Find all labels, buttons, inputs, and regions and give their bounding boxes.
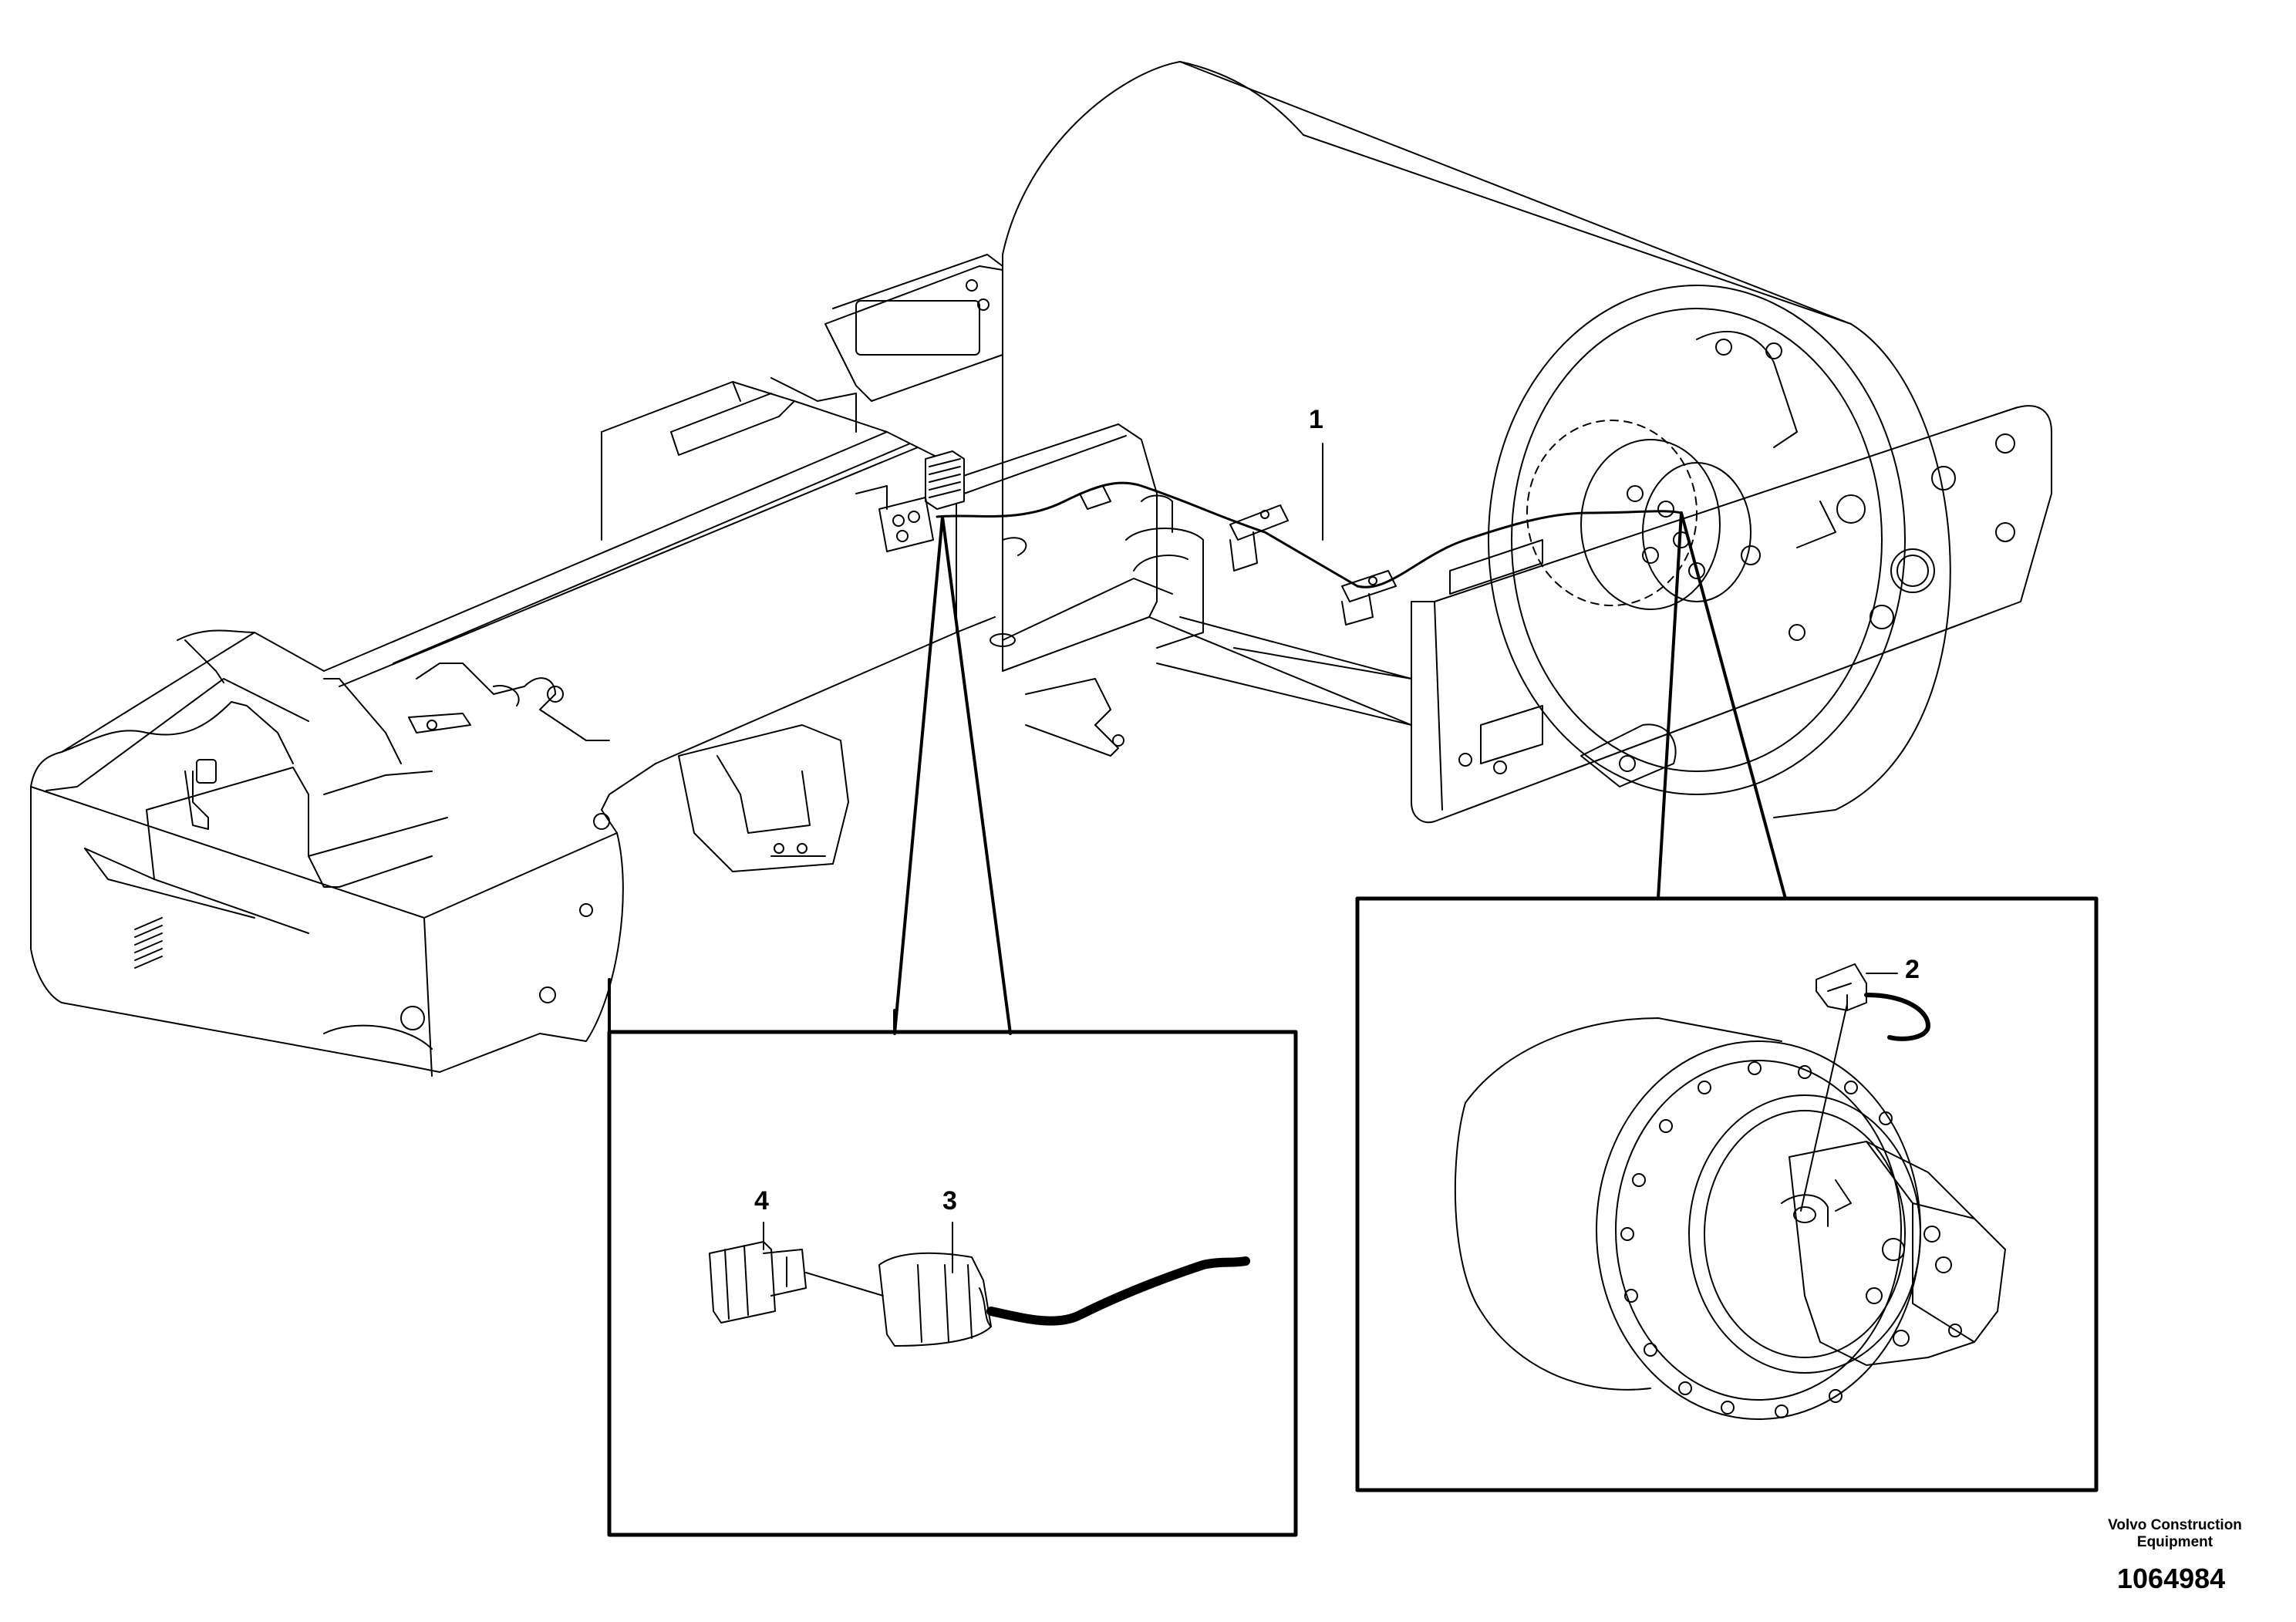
detail-box-connector — [607, 1030, 1298, 1537]
credit-line-1: Volvo Construction — [2108, 1517, 2242, 1533]
callout-1: 1 — [1309, 405, 1323, 434]
manufacturer-credit: Volvo Construction Equipment — [2082, 1517, 2267, 1551]
control-box — [855, 450, 965, 552]
drum-frame — [824, 254, 1412, 726]
detail-leaders — [608, 511, 1787, 1035]
callout-3: 3 — [942, 1186, 957, 1216]
cable-clamps — [1229, 504, 1397, 626]
connector-drawing — [709, 1241, 1250, 1347]
roller-drum — [1002, 61, 1951, 818]
detail-box-sensor — [1355, 896, 2099, 1492]
chassis-frame — [30, 377, 1412, 1077]
callout-2: 2 — [1905, 955, 1920, 984]
drum-side-plate — [1411, 331, 2052, 824]
hub-motor-drawing — [1454, 963, 2006, 1420]
document-number: 1064984 — [2117, 1563, 2226, 1594]
credit-line-2: Equipment — [2136, 1533, 2213, 1550]
callout-4: 4 — [754, 1186, 769, 1216]
sensor-harness — [936, 481, 1683, 588]
